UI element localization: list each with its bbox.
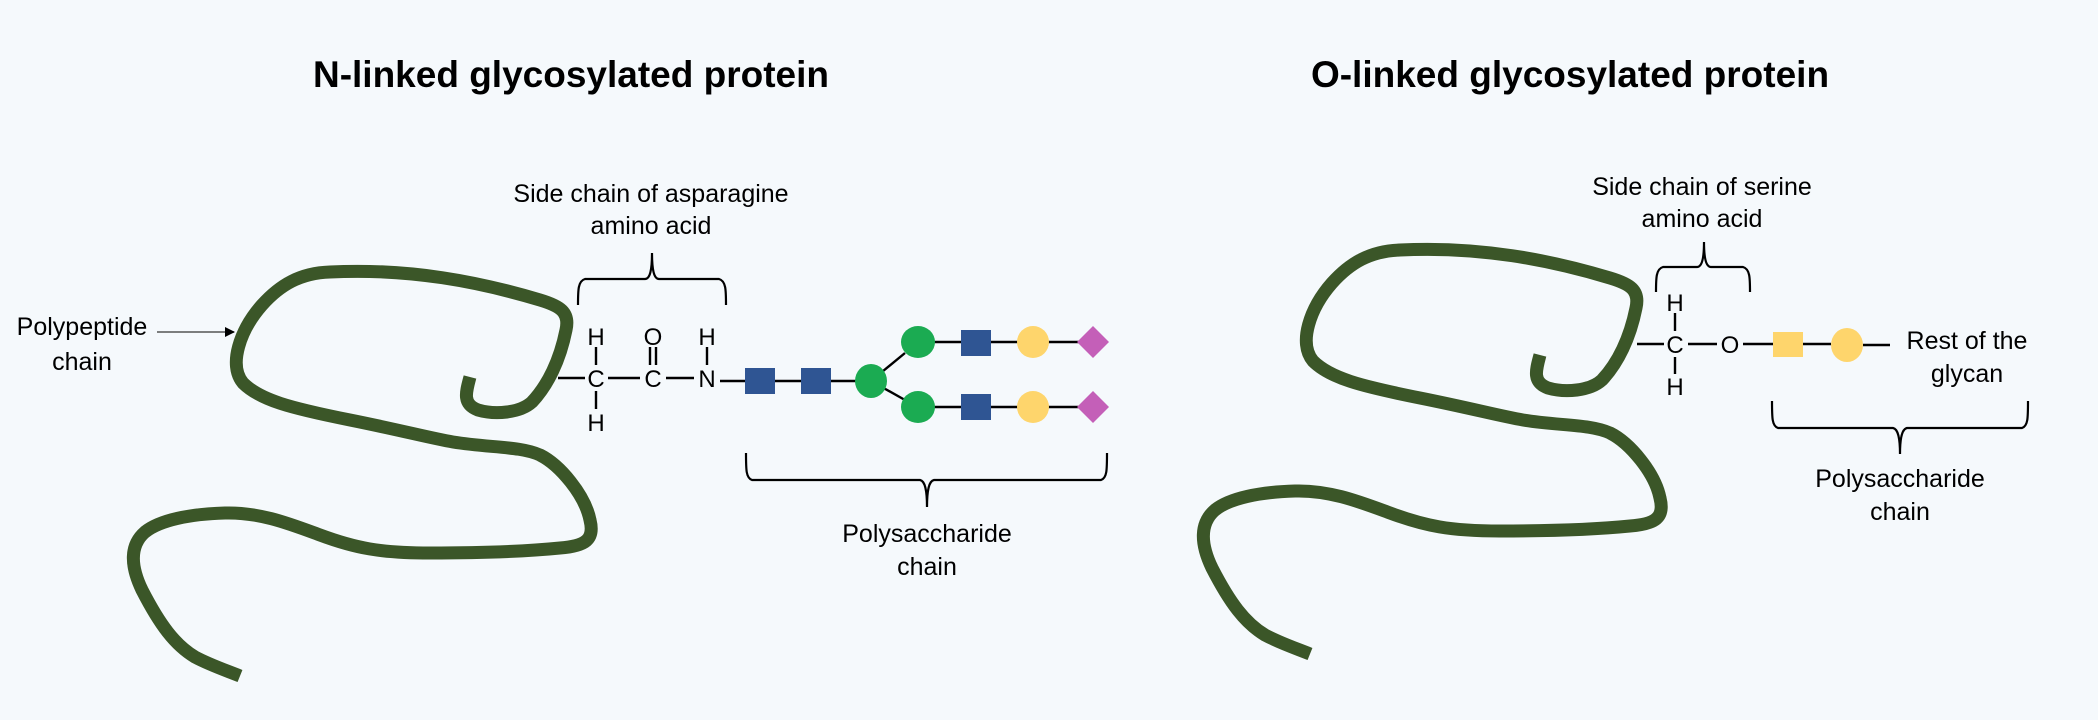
serine-brace	[1654, 241, 1752, 293]
glcnac-square-icon	[745, 368, 775, 394]
polypeptide-label-line2: chain	[52, 348, 112, 376]
atom-n-h: H	[698, 324, 715, 351]
atom-c2: C	[644, 366, 661, 393]
glcnac-square-icon	[961, 330, 991, 356]
n-linked-polypeptide-chain	[126, 264, 598, 683]
serine-label-line1: Side chain of serine	[1592, 173, 1812, 201]
o-linked-title: O-linked glycosylated protein	[1311, 54, 1829, 95]
atom-c1-h-top: H	[587, 324, 604, 351]
galnac-square-icon	[1773, 332, 1803, 357]
n-linked-glycan	[745, 326, 1109, 423]
atom-n: N	[698, 366, 715, 393]
glcnac-square-icon	[801, 368, 831, 394]
serine-structure: C H H O	[1637, 290, 1773, 401]
n-linked-panel: N-linked glycosylated protein Polypeptid…	[17, 54, 1109, 683]
atom-c-h-top: H	[1666, 290, 1683, 317]
o-linked-polysaccharide-brace	[1770, 400, 2030, 455]
o-linked-polypeptide-chain	[1196, 242, 1668, 661]
atom-c1-h-bottom: H	[587, 410, 604, 437]
asparagine-structure: C H H C O N H	[558, 324, 745, 437]
asparagine-label-line2: amino acid	[591, 212, 712, 240]
o-polysaccharide-label-line1: Polysaccharide	[1815, 465, 1985, 493]
o-linked-panel: O-linked glycosylated protein Side chain…	[1196, 54, 2030, 661]
atom-o: O	[1721, 332, 1740, 359]
galactose-circle-icon	[1831, 328, 1863, 362]
o-linked-glycan	[1773, 328, 1890, 362]
mannose-circle-icon	[855, 364, 887, 398]
n-linked-polysaccharide-brace	[744, 452, 1109, 508]
galactose-circle-icon	[1017, 391, 1049, 423]
atom-o: O	[644, 324, 663, 351]
n-polysaccharide-label-line2: chain	[897, 553, 957, 581]
atom-c: C	[1666, 332, 1683, 359]
sialic-acid-diamond-icon	[1077, 391, 1109, 423]
atom-c1: C	[587, 366, 604, 393]
n-polysaccharide-label-line1: Polysaccharide	[842, 520, 1012, 548]
serine-label-line2: amino acid	[1642, 205, 1763, 233]
rest-of-glycan-label-line1: Rest of the	[1907, 327, 2028, 355]
mannose-circle-icon	[901, 326, 935, 358]
polypeptide-label-line1: Polypeptide	[17, 313, 148, 341]
glcnac-square-icon	[961, 394, 991, 420]
o-polysaccharide-label-line2: chain	[1870, 498, 1930, 526]
asparagine-label-line1: Side chain of asparagine	[513, 180, 788, 208]
n-linked-title: N-linked glycosylated protein	[313, 54, 829, 95]
mannose-circle-icon	[901, 391, 935, 423]
rest-of-glycan-label-line2: glycan	[1931, 360, 2003, 388]
atom-c-h-bottom: H	[1666, 374, 1683, 401]
asparagine-brace	[576, 252, 728, 306]
sialic-acid-diamond-icon	[1077, 326, 1109, 358]
galactose-circle-icon	[1017, 326, 1049, 358]
